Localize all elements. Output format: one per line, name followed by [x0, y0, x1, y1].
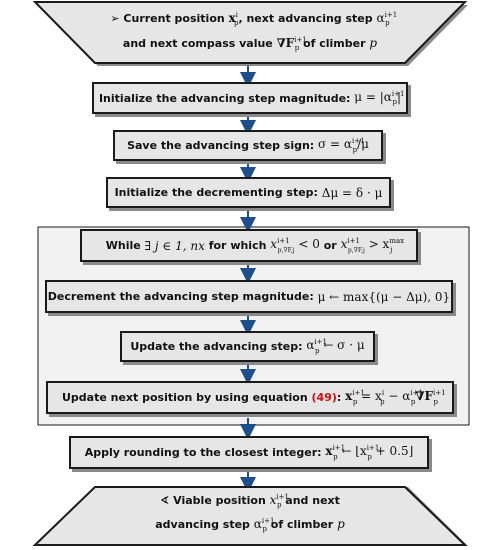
equation-reference[interactable]: (49)	[311, 391, 337, 404]
step-save-sign: Save the advancing step sign: σ = αi+1p/…	[113, 130, 383, 161]
start-line-1: ➢ Current position xip, next advancing s…	[110, 11, 398, 28]
end-bullet: ∢	[160, 494, 170, 507]
end-line-2: advancing step αi+1p of climber p	[155, 517, 345, 534]
start-bullet: ➢	[110, 12, 120, 25]
step-init-magnitude: Initialize the advancing step magnitude:…	[92, 82, 408, 114]
step-update-advancing: Update the advancing step: αi+1p ← σ · μ	[120, 331, 375, 362]
end-line-1: ∢ Viable position xi+1p and next	[160, 493, 340, 510]
step-decrement-magnitude: Decrement the advancing step magnitude: …	[45, 280, 453, 313]
step-init-decrement: Initialize the decrementing step: Δμ = δ…	[106, 177, 391, 208]
start-line-2: and next compass value ∇Fi+1p of climber…	[122, 36, 378, 53]
step-rounding: Apply rounding to the closest integer: x…	[69, 436, 429, 469]
loop-condition: While ∃ j ∈ 1, nx for which xi+1p,∇F,j <…	[80, 229, 418, 262]
step-update-position: Update next position by using equation (…	[46, 381, 454, 414]
